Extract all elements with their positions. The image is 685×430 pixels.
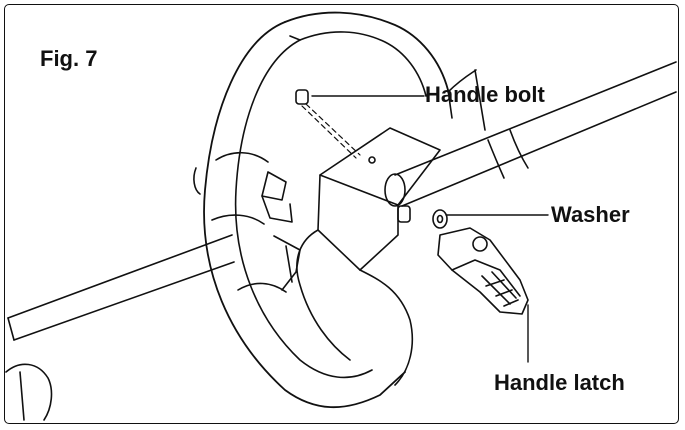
figure-frame — [4, 4, 679, 424]
mounting-bracket — [296, 127, 441, 386]
knob-left — [193, 167, 301, 291]
figure-label: Fig. 7 — [40, 46, 98, 71]
callout-leaders — [311, 95, 549, 363]
handle-bolt — [295, 89, 361, 159]
shaft-right — [394, 61, 677, 207]
bracket-nut — [397, 205, 411, 223]
handle-latch-label: Handle latch — [494, 370, 625, 395]
corner-knob — [5, 363, 53, 421]
loop-handle — [203, 11, 486, 409]
washer — [432, 209, 448, 229]
handle-bolt-label: Handle bolt — [425, 82, 545, 107]
handle-latch — [437, 227, 529, 315]
washer-label: Washer — [551, 202, 630, 227]
shaft-left — [7, 234, 235, 341]
